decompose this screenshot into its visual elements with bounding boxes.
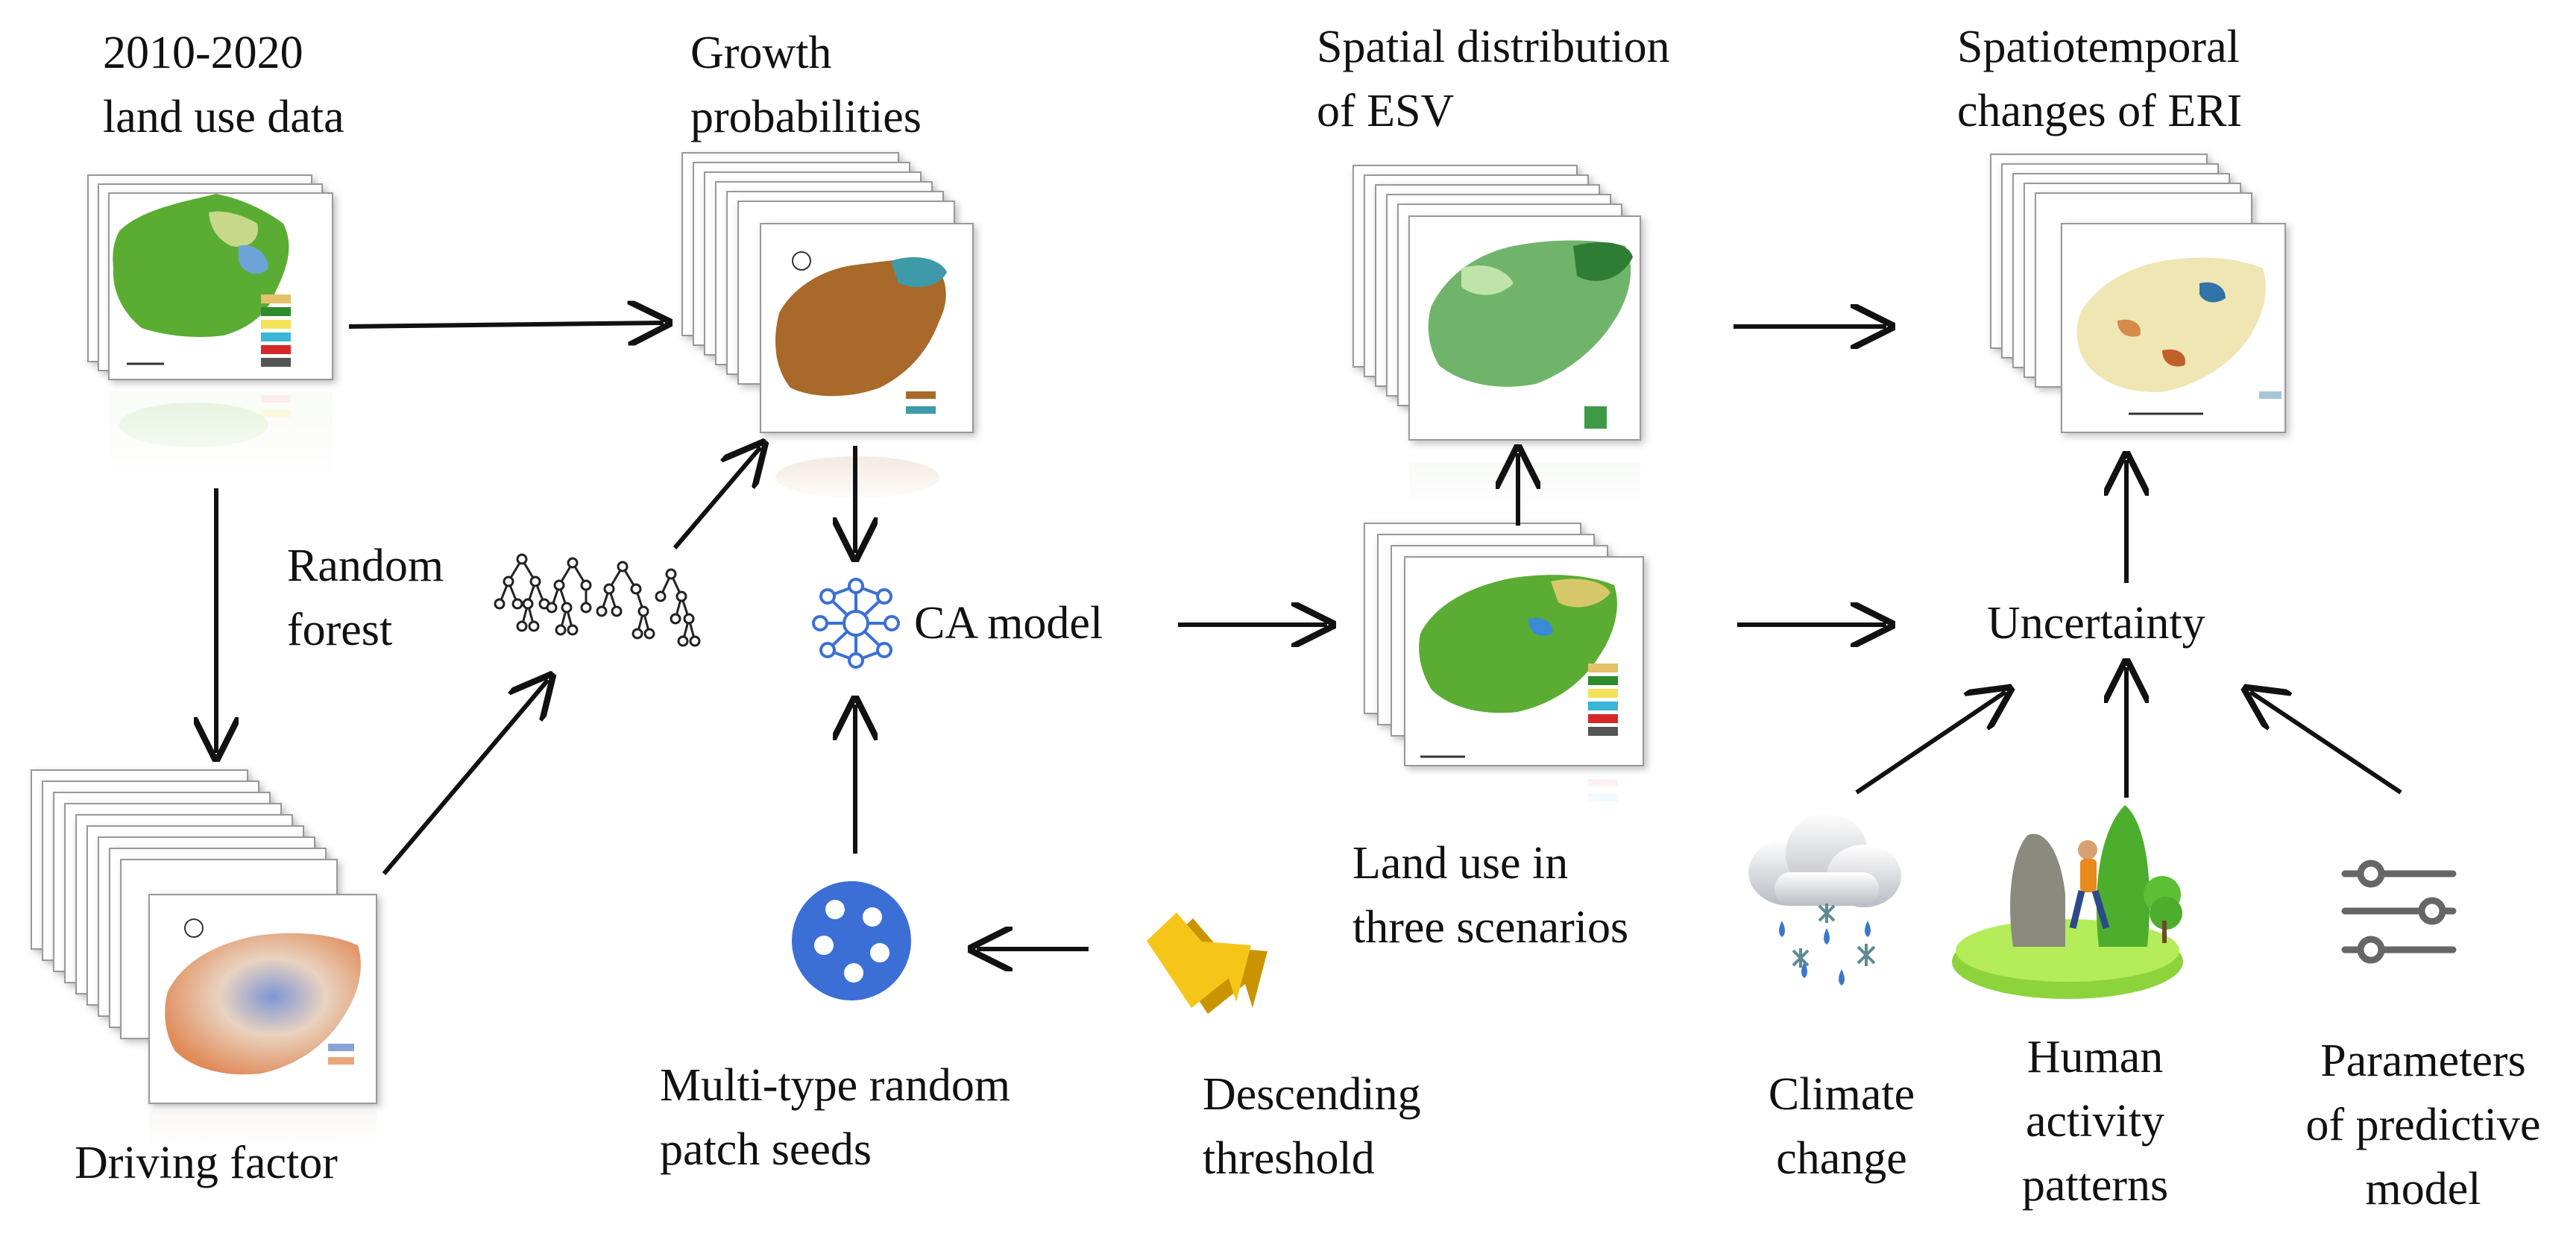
driving-factor-stack [31,769,384,1152]
esv-distribution-stack [1352,165,1648,514]
ca-model-network-icon [812,578,900,669]
land-use-scenarios-label: Land use in three scenarios [1352,838,1629,953]
random-forest-label: Random forest [287,540,444,655]
land-use-data-label: 2010-2020 land use data [103,28,344,142]
arrow-forest-to-growth [673,447,760,549]
descending-threshold-arrow-icon [1147,912,1267,1014]
climate-cloud-snow-icon [1748,813,1901,986]
driving-factor-label: Driving factor [75,1138,338,1188]
spatial-distribution-label: Spatial distribution of ESV [1317,22,1670,136]
arrow-climate-to-uncertainty [1855,692,2006,795]
human-activity-label: Human activity patterns [2021,1032,2169,1211]
patch-seeds-label: Multi-type random patch seeds [660,1060,1011,1175]
flow-arrows [216,323,2402,949]
patch-seeds-circle-icon [792,881,911,1000]
growth-map [775,259,946,397]
land-use-data-stack [82,174,343,485]
descending-threshold-label: Descending threshold [1203,1069,1421,1184]
spatiotemporal-changes-label: Spatiotemporal changes of ERI [1957,22,2243,136]
human-activity-scene-icon [1952,805,2183,999]
climate-change-label: Climate change [1768,1069,1915,1184]
land-use-scenarios-stack [1364,523,1648,824]
uncertainty-label: Uncertainty [1987,598,2205,649]
arrow-driving-to-forest [382,680,548,875]
parameters-label: Parameters of predictive model [2305,1035,2541,1214]
arrow-parameters-to-uncertainty [2250,692,2402,795]
parameters-sliders-icon [2341,860,2457,964]
arrow-landuse-to-growth [348,323,664,327]
driving-factor-map [165,933,361,1075]
ca-model-label: CA model [914,598,1103,649]
eri-changes-stack [1990,154,2296,514]
growth-probabilities-stack [681,152,977,507]
scenario-map [1419,575,1617,713]
growth-probabilities-label: Growth probabilities [690,28,922,142]
random-forest-tree-icon [494,553,701,647]
